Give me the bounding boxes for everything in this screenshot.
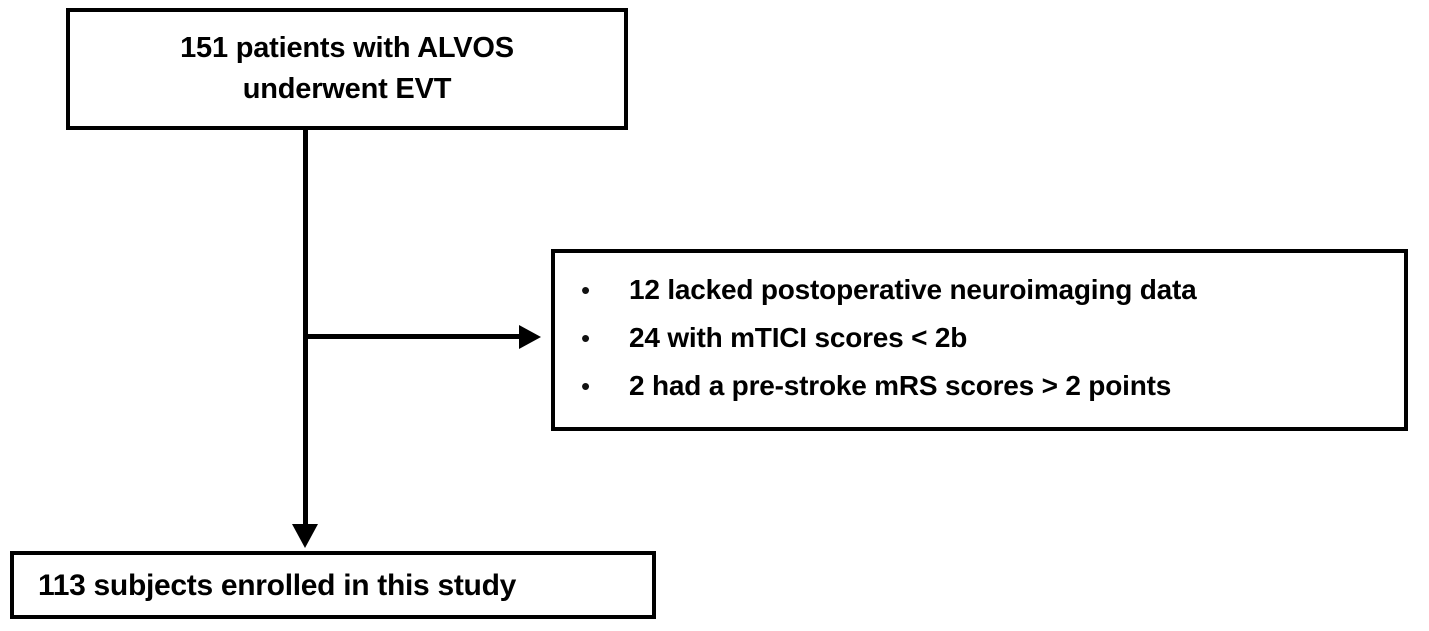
node-enrolled-bottom: 113 subjects enrolled in this study: [10, 551, 656, 619]
node-enrolled-bottom-line-1: 113 subjects enrolled in this study: [38, 568, 516, 602]
list-item: • 2 had a pre-stroke mRS scores > 2 poin…: [555, 362, 1404, 410]
arrow-right-icon: [519, 325, 541, 349]
bullet-icon: •: [581, 371, 591, 401]
bullet-icon: •: [581, 323, 591, 353]
exclusion-item-1-label: 12 lacked postoperative neuroimaging dat…: [629, 274, 1197, 305]
bullet-icon: •: [581, 275, 591, 305]
list-item: • 24 with mTICI scores < 2b: [555, 314, 1404, 362]
node-exclusions: • 12 lacked postoperative neuroimaging d…: [551, 249, 1408, 431]
exclusion-item-2-label: 24 with mTICI scores < 2b: [629, 322, 968, 353]
arrow-down-icon: [292, 524, 318, 548]
list-item: • 12 lacked postoperative neuroimaging d…: [555, 266, 1404, 314]
exclusion-item-3-label: 2 had a pre-stroke mRS scores > 2 points: [629, 370, 1172, 401]
connector-vertical-line: [303, 130, 308, 528]
connector-horizontal-branch: [305, 334, 520, 339]
node-enrollment-top: 151 patients with ALVOS underwent EVT: [66, 8, 628, 130]
node-enrollment-top-line-2: underwent EVT: [242, 73, 452, 105]
node-enrollment-top-line-1: 151 patients with ALVOS: [180, 31, 514, 64]
